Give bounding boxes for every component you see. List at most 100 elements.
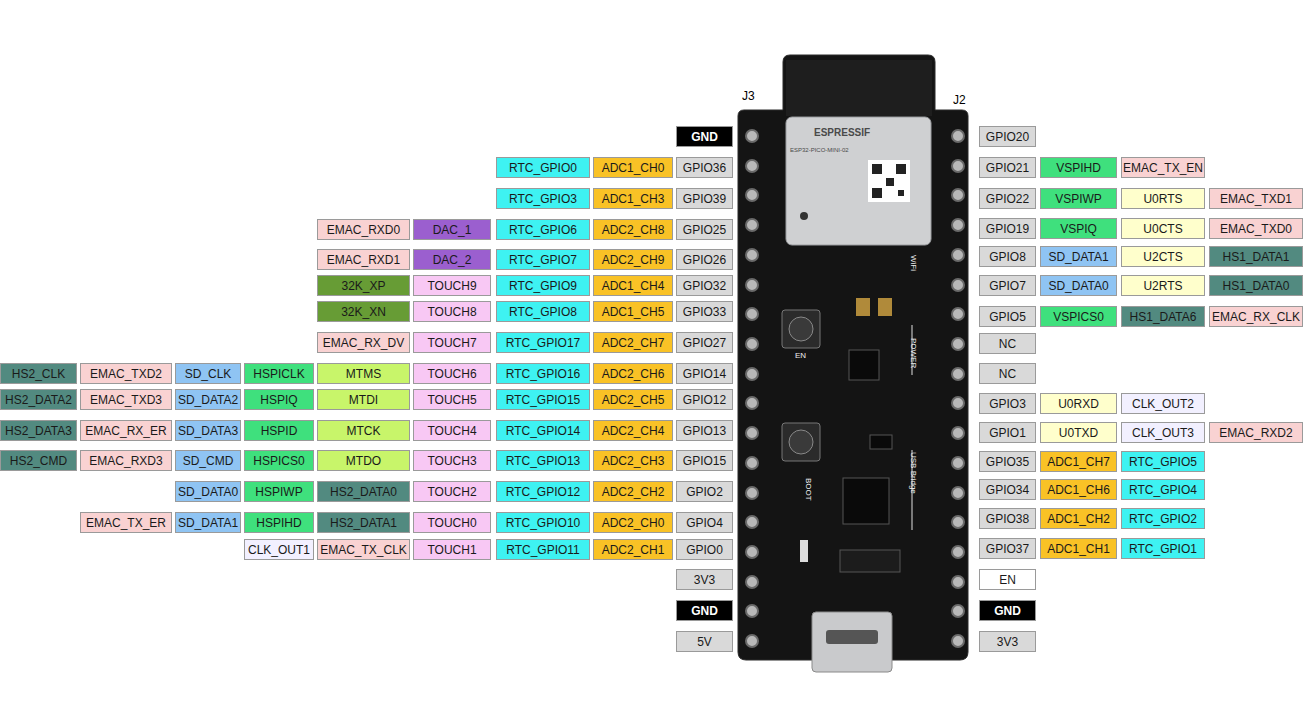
pin-function-text: HSPIHD xyxy=(256,517,301,529)
pin-label: VSPICS0 xyxy=(1040,306,1117,327)
pin-function-text: GPIO2 xyxy=(686,486,723,498)
pin-function-text: GPIO27 xyxy=(683,337,726,349)
pin-label: HS2_CMD xyxy=(0,450,77,471)
header-hole xyxy=(952,427,964,439)
pin-function-text: GPIO26 xyxy=(683,254,726,266)
boot-button xyxy=(789,430,813,454)
pin-function-text: TOUCH0 xyxy=(427,517,476,529)
pin-function-text: RTC_GPIO13 xyxy=(506,455,580,467)
pin-function-text: HSPICLK xyxy=(253,368,304,380)
header-hole xyxy=(746,249,758,261)
pin-function-text: TOUCH3 xyxy=(427,455,476,467)
header-hole xyxy=(952,576,964,588)
pin-label: GPIO4 xyxy=(676,512,733,533)
pin-label: GPIO5 xyxy=(979,306,1036,327)
pin-label: SD_DATA2 xyxy=(175,389,241,410)
pin-function-text: MTDO xyxy=(346,455,381,467)
pin-function-text: GPIO39 xyxy=(683,193,726,205)
pin-function-text: HS1_DATA1 xyxy=(1223,251,1290,263)
pin-function-text: RTC_GPIO16 xyxy=(506,368,580,380)
pin-function-text: HSPIQ xyxy=(260,394,297,406)
board-text: ESPRESSIF xyxy=(814,128,870,138)
pin-label: EMAC_RX_DV xyxy=(317,332,410,353)
pin-label: NC xyxy=(979,333,1036,354)
pin-label: GPIO21 xyxy=(979,157,1036,178)
pin-label: SD_DATA1 xyxy=(1040,246,1117,267)
header-hole xyxy=(952,457,964,469)
pin-label: TOUCH3 xyxy=(413,450,491,471)
header-hole xyxy=(952,338,964,350)
pin-label: EMAC_TXD1 xyxy=(1209,188,1303,209)
pin-function-text: RTC_GPIO0 xyxy=(509,162,577,174)
pin-label: EMAC_RXD3 xyxy=(80,450,172,471)
pin-function-text: ADC2_CH7 xyxy=(602,337,665,349)
pin-label: RTC_GPIO1 xyxy=(1121,538,1205,559)
pin-function-text: U0RXD xyxy=(1058,398,1099,410)
pin-label: ADC2_CH1 xyxy=(593,539,673,560)
pin-label: EMAC_RX_ER xyxy=(80,420,172,441)
pin-function-text: ADC1_CH4 xyxy=(602,280,665,292)
pin-function-text: HSPID xyxy=(261,425,298,437)
pin-function-text: CLK_OUT1 xyxy=(248,544,310,556)
pin-label: MTCK xyxy=(317,420,410,441)
pin-label: 3V3 xyxy=(676,569,733,590)
pin-label: GPIO1 xyxy=(979,422,1036,443)
pin-function-text: VSPIWP xyxy=(1055,193,1102,205)
pin-label: EMAC_TX_ER xyxy=(80,512,172,533)
pin-function-text: GPIO1 xyxy=(989,427,1026,439)
qr-code xyxy=(872,164,882,174)
pin-function-text: ADC1_CH0 xyxy=(602,162,665,174)
header-hole xyxy=(952,605,964,617)
module-shield xyxy=(786,117,931,245)
pin-label: HSPIQ xyxy=(244,389,314,410)
pin-function-text: EMAC_RXD0 xyxy=(327,224,400,236)
pin-function-text: RTC_GPIO17 xyxy=(506,337,580,349)
pin-function-text: DAC_2 xyxy=(433,254,472,266)
qr-code xyxy=(896,164,906,174)
board-text: BOOT xyxy=(804,478,812,501)
header-hole xyxy=(746,576,758,588)
pin-function-text: HS2_DATA1 xyxy=(330,517,397,529)
pin-function-text: MTCK xyxy=(347,425,381,437)
pin-function-text: HS2_DATA2 xyxy=(5,394,72,406)
pin-label: U0CTS xyxy=(1121,218,1205,239)
header-hole xyxy=(952,189,964,201)
pin-function-text: GPIO21 xyxy=(986,162,1029,174)
header-hole xyxy=(746,546,758,558)
regulator-chip xyxy=(849,350,879,380)
pin-label: RTC_GPIO4 xyxy=(1121,479,1205,500)
pin-label: TOUCH1 xyxy=(413,539,491,560)
pin-label: ADC2_CH8 xyxy=(593,219,673,240)
pin-function-text: HSPIWP xyxy=(255,486,302,498)
pin-label: RTC_GPIO0 xyxy=(496,157,590,178)
pin-label: GPIO15 xyxy=(676,450,733,471)
pin-function-text: TOUCH9 xyxy=(427,280,476,292)
header-hole xyxy=(746,516,758,528)
pin-function-text: EMAC_TXD0 xyxy=(1220,223,1292,235)
pin-function-text: GPIO25 xyxy=(683,224,726,236)
header-hole xyxy=(746,368,758,380)
header-hole xyxy=(952,635,964,647)
pin-function-text: ADC2_CH1 xyxy=(602,544,665,556)
pin-function-text: RTC_GPIO11 xyxy=(506,544,580,556)
pin-function-text: EMAC_RXD1 xyxy=(327,254,400,266)
pin-function-text: EMAC_RX_CLK xyxy=(1212,311,1300,323)
header-hole xyxy=(746,397,758,409)
pin-function-text: ADC2_CH9 xyxy=(602,254,665,266)
pin-label: GPIO13 xyxy=(676,420,733,441)
board-text: ESP32-PICO-MINI-02 xyxy=(790,147,849,153)
connector-label: J3 xyxy=(742,90,755,102)
pin-label: RTC_GPIO5 xyxy=(1121,451,1205,472)
pin-label: GND xyxy=(676,126,733,147)
pin-function-text: SD_DATA3 xyxy=(178,425,238,437)
pin-function-text: RTC_GPIO7 xyxy=(509,254,577,266)
pin-function-text: GPIO15 xyxy=(683,455,726,467)
pin-label: RTC_GPIO16 xyxy=(496,363,590,384)
pin-function-text: TOUCH6 xyxy=(427,368,476,380)
pin-function-text: RTC_GPIO5 xyxy=(1129,456,1197,468)
pin-label: SD_CLK xyxy=(175,363,241,384)
pin-function-text: SD_DATA1 xyxy=(178,517,238,529)
pin-function-text: GPIO37 xyxy=(986,543,1029,555)
